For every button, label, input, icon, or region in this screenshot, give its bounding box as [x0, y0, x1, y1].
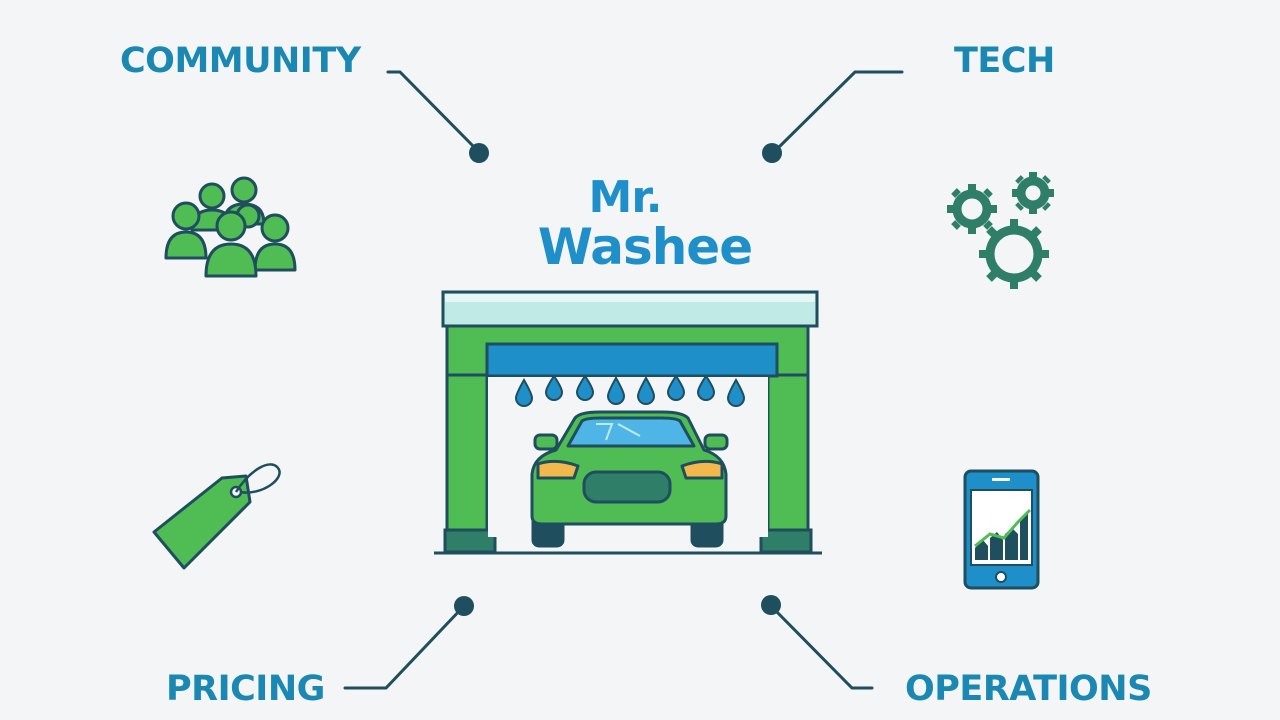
- connector-community: [386, 70, 480, 153]
- connector-tech: [773, 70, 904, 153]
- label-community: COMMUNITY: [120, 41, 361, 81]
- brand-line-2: Washee: [537, 218, 753, 276]
- connector-dot-pricing: [454, 596, 474, 616]
- connector-operations: [770, 605, 874, 690]
- label-pricing: PRICING: [166, 669, 325, 709]
- connector-dot-tech: [762, 143, 782, 163]
- label-tech: TECH: [954, 41, 1055, 81]
- label-operations: OPERATIONS: [905, 669, 1152, 709]
- connector-dot-operations: [761, 595, 781, 615]
- connector-pricing: [343, 605, 465, 690]
- spray-bar: [485, 342, 779, 378]
- connector-dot-community: [469, 143, 489, 163]
- water-drops: [514, 374, 746, 407]
- brand-line-1: Mr.: [588, 172, 663, 223]
